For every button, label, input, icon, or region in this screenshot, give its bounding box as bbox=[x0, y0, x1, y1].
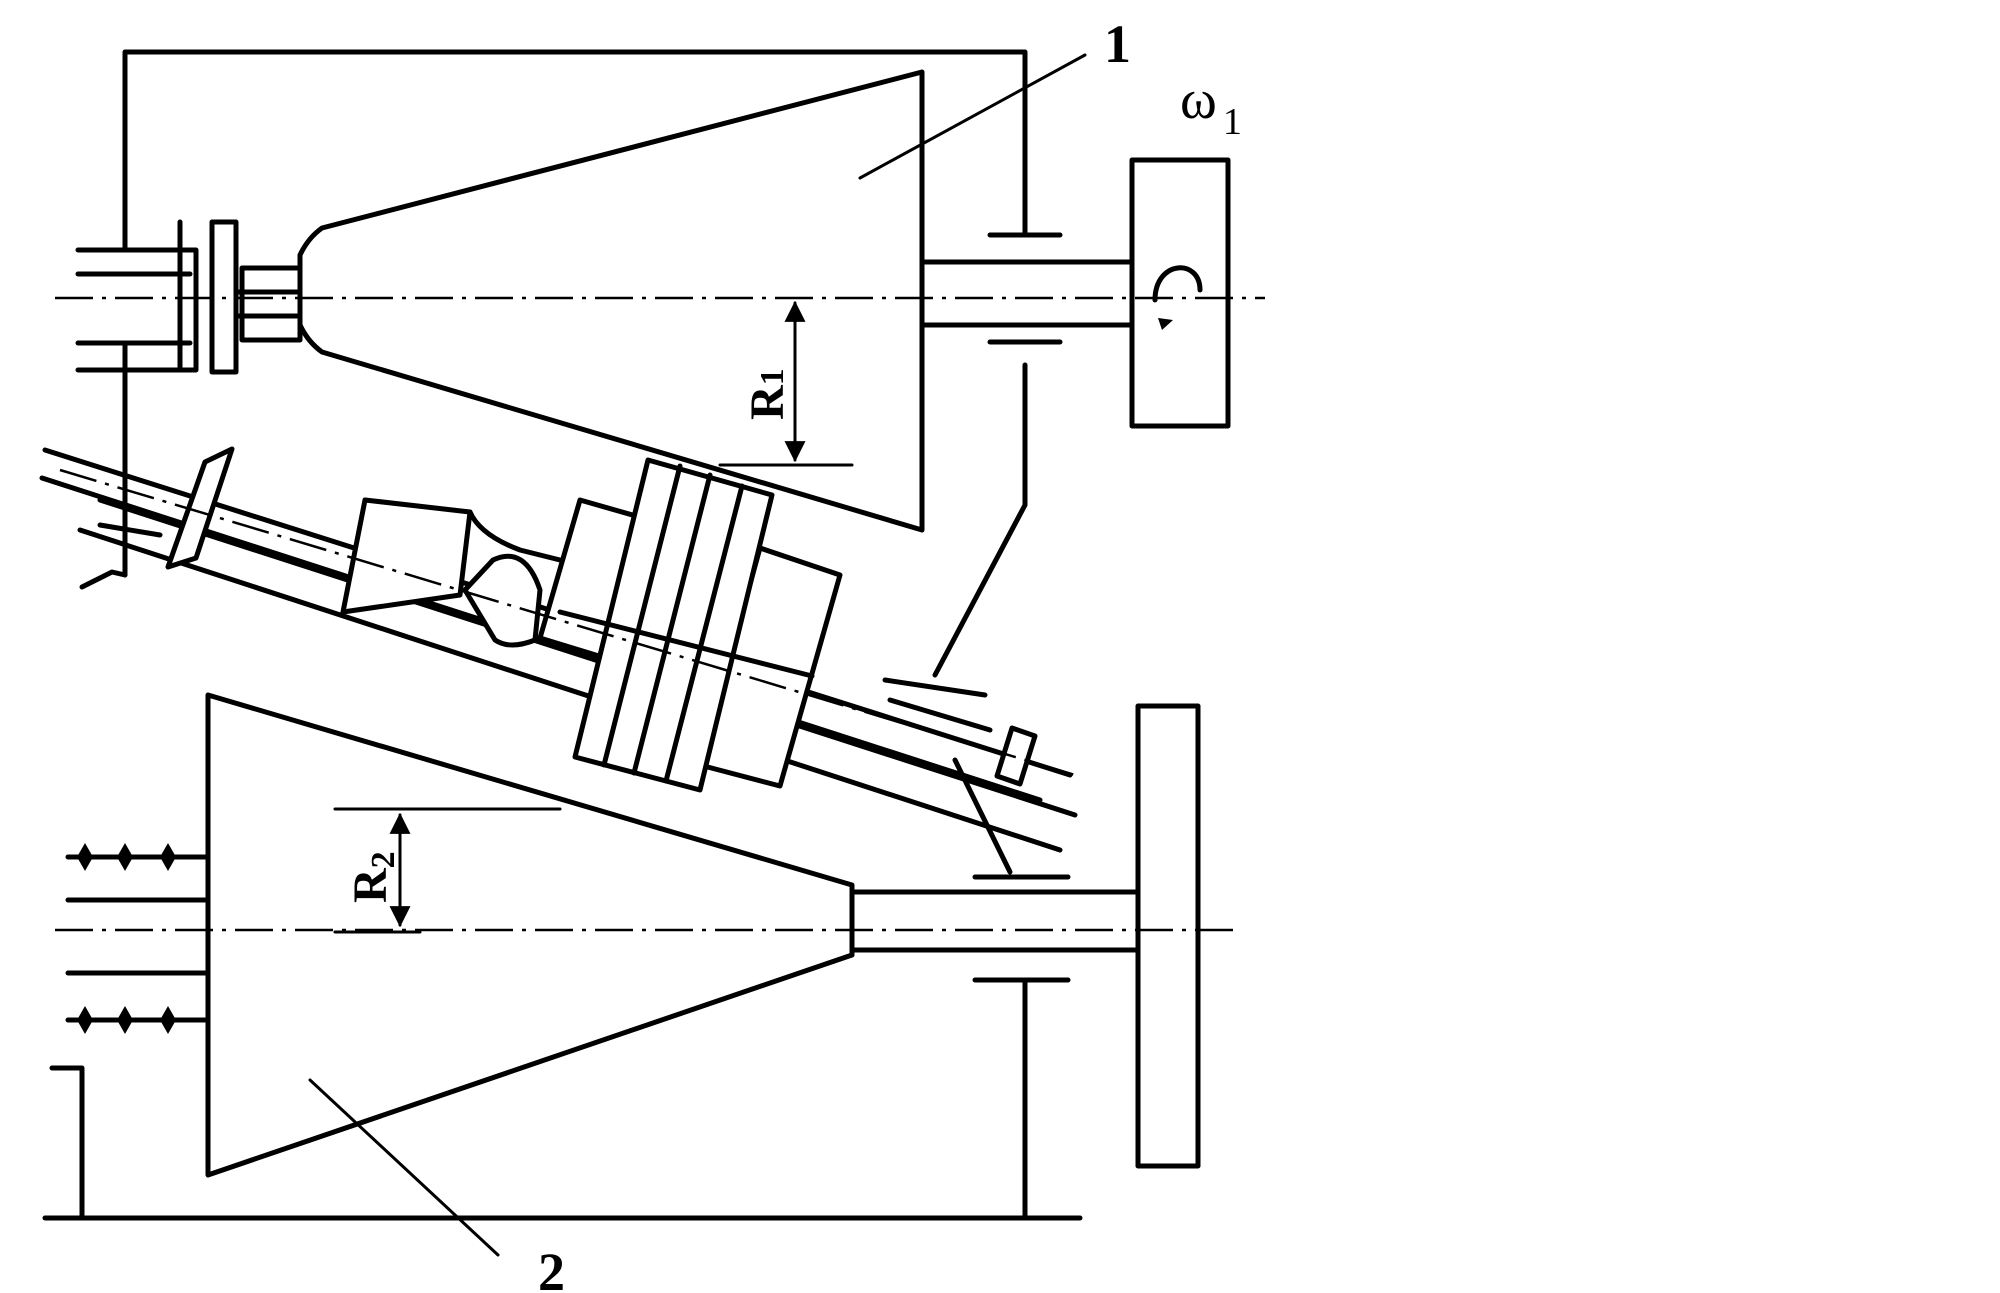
rotation-arrow-icon bbox=[1152, 265, 1203, 303]
dimension-r1: R1 bbox=[718, 300, 854, 467]
base-frame bbox=[42, 1065, 1083, 1221]
r2-label: R2 bbox=[344, 851, 402, 903]
part-1-callout: 1 bbox=[858, 14, 1131, 180]
inclined-coupling bbox=[340, 497, 473, 615]
upper-frame bbox=[79, 49, 1063, 698]
part-1-label: 1 bbox=[1104, 14, 1131, 74]
dimension-r2: R2 bbox=[333, 807, 562, 934]
upper-cone-hub bbox=[239, 265, 303, 343]
inclined-assembly bbox=[39, 446, 1078, 853]
upper-pulley bbox=[1129, 157, 1231, 429]
part-2-callout: 2 bbox=[308, 1078, 565, 1293]
centre-lines bbox=[55, 296, 1265, 932]
r1-label: R1 bbox=[741, 368, 794, 420]
inclined-collar bbox=[165, 446, 235, 570]
spline-marks bbox=[77, 843, 176, 1034]
upper-output-shaft bbox=[919, 157, 1231, 429]
lower-pulley bbox=[1135, 703, 1201, 1169]
part-2-label: 2 bbox=[538, 1242, 565, 1293]
lower-cone-part-2 bbox=[65, 692, 1201, 1221]
